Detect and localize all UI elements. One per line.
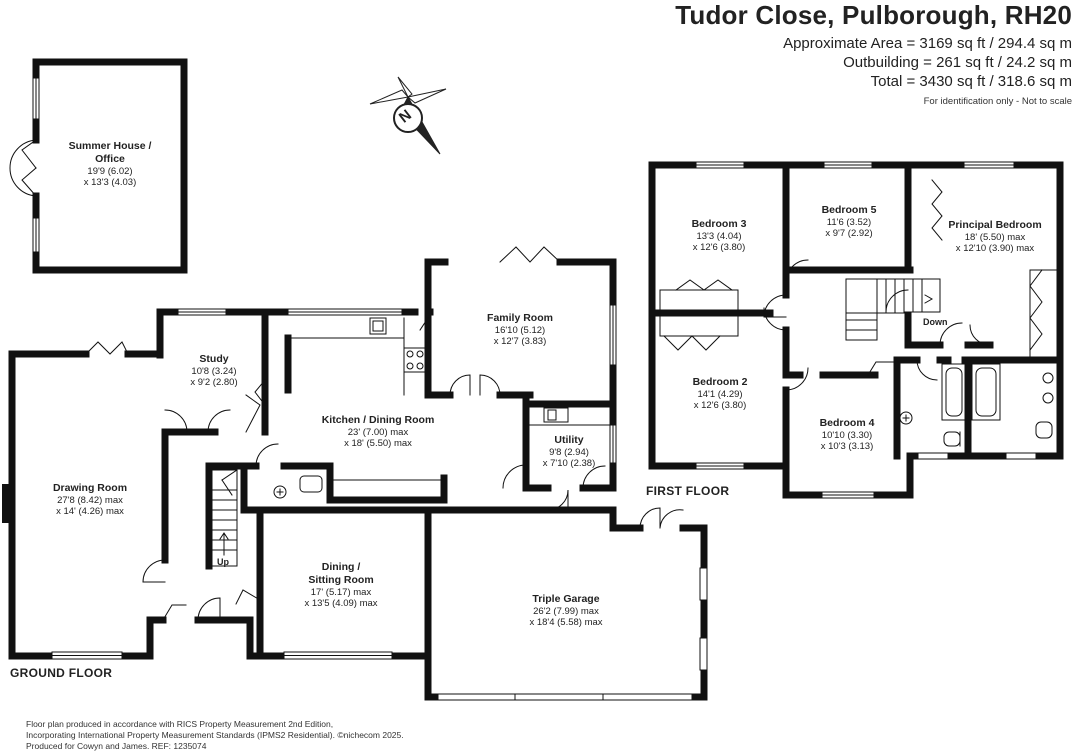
room-dimension: x 18' (5.50) max	[344, 438, 412, 449]
drawing-room-chimney	[2, 484, 10, 523]
room-bedroom-4: Bedroom 4 10'10 (3.30) x 10'3 (3.13)	[820, 417, 875, 452]
footer-line: Produced for Cowyn and James. REF: 12350…	[26, 741, 207, 751]
room-dimension: x 9'2 (2.80)	[190, 377, 238, 388]
room-dimension: 14'1 (4.29)	[697, 389, 743, 400]
room-dimension: 16'10 (5.12)	[494, 325, 546, 336]
room-kitchen-dining: Kitchen / Dining Room 23' (7.00) max x 1…	[322, 414, 435, 449]
room-dimension: x 13'5 (4.09) max	[304, 598, 378, 609]
room-name: Dining /	[321, 561, 361, 573]
room-triple-garage: Triple Garage 26'2 (7.99) max x 18'4 (5.…	[529, 593, 602, 628]
room-name: Family Room	[487, 312, 553, 324]
identification-note: For identification only - Not to scale	[923, 96, 1072, 107]
room-dimension: 19'9 (6.02)	[87, 166, 133, 177]
approximate-area: Approximate Area = 3169 sq ft / 294.4 sq…	[783, 35, 1072, 52]
ground-floor-fixtures	[273, 317, 611, 499]
total-area: Total = 3430 sq ft / 318.6 sq m	[870, 73, 1072, 90]
room-name: Utility	[554, 434, 584, 446]
room-dimension: x 18'4 (5.58) max	[529, 617, 603, 628]
room-name: Study	[199, 353, 229, 365]
outbuilding-area: Outbuilding = 261 sq ft / 24.2 sq m	[843, 54, 1072, 71]
room-dimension: x 13'3 (4.03)	[83, 177, 137, 188]
first-floor-stairs	[845, 278, 941, 341]
room-bedroom-2: Bedroom 2 14'1 (4.29) x 12'6 (3.80)	[693, 376, 748, 411]
room-name: Bedroom 4	[819, 417, 875, 429]
room-dimension: x 12'6 (3.80)	[692, 242, 746, 253]
room-summer-house: Summer House / Office 19'9 (6.02) x 13'3…	[69, 140, 152, 188]
room-name: Sitting Room	[308, 574, 374, 586]
room-dining-sitting: Dining / Sitting Room 17' (5.17) max x 1…	[304, 561, 377, 609]
room-dimension: 9'8 (2.94)	[549, 447, 589, 458]
ground-floor-doors	[85, 246, 684, 621]
room-dimension: 10'8 (3.24)	[191, 366, 237, 377]
stairs-down-label: Down	[923, 317, 948, 327]
room-study: Study 10'8 (3.24) x 9'2 (2.80)	[190, 353, 237, 388]
room-dimension: 17' (5.17) max	[310, 587, 372, 598]
compass-rose	[369, 76, 447, 155]
property-title: Tudor Close, Pulborough, RH20	[675, 0, 1072, 30]
room-principal-bedroom: Principal Bedroom 18' (5.50) max x 12'10…	[948, 219, 1041, 254]
room-dimension: x 12'6 (3.80)	[693, 400, 747, 411]
room-name: Summer House /	[68, 140, 152, 152]
room-name: Principal Bedroom	[948, 219, 1042, 231]
room-bedroom-5: Bedroom 5 11'6 (3.52) x 9'7 (2.92)	[822, 204, 877, 239]
stairs-up-label: Up	[217, 557, 229, 567]
room-dimension: 10'10 (3.30)	[821, 430, 873, 441]
ground-floor-label: GROUND FLOOR	[10, 666, 113, 680]
room-bedroom-3: Bedroom 3 13'3 (4.04) x 12'6 (3.80)	[692, 218, 747, 253]
footer-line: Floor plan produced in accordance with R…	[26, 719, 334, 729]
room-dimension: 11'6 (3.52)	[826, 217, 872, 228]
room-dimension: 18' (5.50) max	[964, 232, 1026, 243]
room-name: Drawing Room	[52, 482, 128, 494]
room-dimension: x 9'7 (2.92)	[825, 228, 873, 239]
room-drawing-room: Drawing Room 27'8 (8.42) max x 14' (4.26…	[53, 482, 127, 517]
room-dimension: x 14' (4.26) max	[56, 506, 124, 517]
room-dimension: 23' (7.00) max	[347, 427, 409, 438]
room-name: Triple Garage	[532, 593, 600, 605]
room-name: Bedroom 2	[692, 376, 748, 388]
first-floor-windows	[695, 161, 1037, 499]
room-name: Bedroom 5	[821, 204, 877, 216]
footer-credits: Floor plan produced in accordance with R…	[26, 719, 404, 752]
ground-floor-stairs	[211, 469, 238, 567]
room-dimension: 13'3 (4.04)	[696, 231, 742, 242]
room-utility: Utility 9'8 (2.94) x 7'10 (2.38)	[543, 434, 596, 469]
ground-floor-windows	[51, 304, 708, 701]
room-name: Office	[95, 153, 125, 165]
footer-line: Incorporating International Property Mea…	[26, 730, 404, 740]
first-floor-wardrobes	[659, 179, 1059, 361]
room-dimension: 27'8 (8.42) max	[57, 495, 123, 506]
summer-house-windows	[32, 77, 40, 256]
room-family-room: Family Room 16'10 (5.12) x 12'7 (3.83)	[487, 312, 553, 347]
room-name: Kitchen / Dining Room	[321, 414, 435, 426]
room-name: Bedroom 3	[691, 218, 747, 230]
room-dimension: x 12'7 (3.83)	[493, 336, 547, 347]
room-dimension: x 10'3 (3.13)	[820, 441, 874, 452]
first-floor-bath-fixtures	[899, 363, 1054, 447]
first-floor-label: FIRST FLOOR	[646, 484, 730, 498]
room-dimension: 26'2 (7.99) max	[533, 606, 599, 617]
room-dimension: x 7'10 (2.38)	[542, 458, 596, 469]
summer-house-doors	[9, 139, 37, 197]
room-dimension: x 12'10 (3.90) max	[955, 243, 1035, 254]
